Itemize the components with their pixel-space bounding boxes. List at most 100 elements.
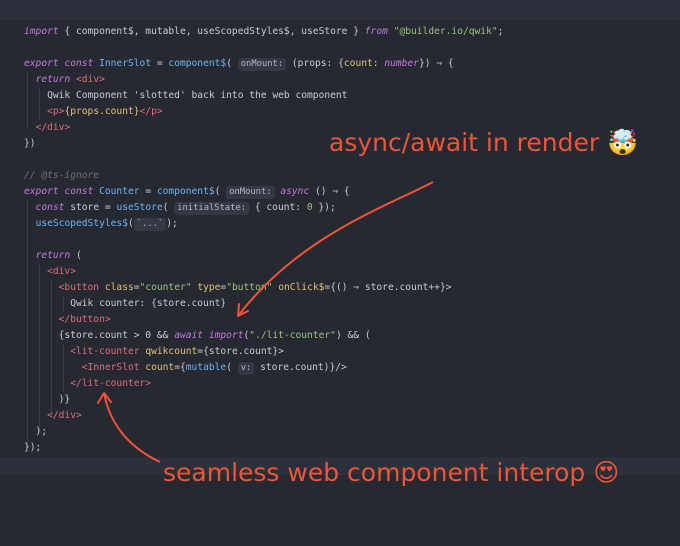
code-token: Counter: [99, 186, 140, 197]
code-token: :: [372, 58, 385, 69]
code-token: () ⇒ {: [309, 186, 350, 197]
code-token: =: [220, 282, 227, 293]
code-token: mutable: [185, 362, 227, 373]
inlay-hint: initialState:: [174, 202, 250, 215]
annotation-web-component-interop: seamless web component interop 😍: [163, 458, 620, 487]
code-token: );: [24, 426, 48, 437]
code-token: Qwik Component 'slotted' back into the w…: [24, 90, 348, 101]
code-token: <div>: [47, 266, 76, 277]
code-token: { count:: [249, 202, 307, 213]
code-line: {store.count > 0 && await import("./lit-…: [24, 328, 371, 344]
code-token: store =: [64, 202, 117, 213]
code-token: (: [162, 202, 175, 213]
code-line: Qwik Component 'slotted' back into the w…: [24, 88, 347, 104]
code-token: (props: {: [286, 58, 344, 69]
code-token: {store.count > 0 &&: [24, 330, 175, 341]
code-token: {props.count}: [64, 106, 140, 117]
code-line: </div>: [24, 120, 71, 136]
code-line: export const InnerSlot = component$( onM…: [24, 56, 454, 72]
arrow-async: [237, 181, 434, 317]
code-token: ={() ⇒ store.count++}>: [324, 282, 452, 293]
annotation-async-await: async/await in render 🤯: [329, 128, 639, 157]
indent-guide: [27, 200, 28, 448]
code-token: }) ⇒ {: [419, 58, 454, 69]
code-token: ;: [497, 26, 504, 37]
code-token: InnerSlot: [99, 58, 152, 69]
code-token: const: [35, 202, 65, 213]
arrowhead-async: [237, 303, 249, 317]
code-token: (: [127, 218, 134, 229]
code-token: export: [24, 58, 59, 69]
code-token: (: [226, 362, 238, 373]
code-line: );: [24, 424, 48, 440]
code-token: useScopedStyles$: [35, 218, 128, 229]
indent-guide: [63, 296, 64, 312]
code-token: useStore: [116, 202, 163, 213]
code-token: =: [133, 282, 140, 293]
code-line: return (: [24, 248, 82, 264]
inlay-hint: `...`: [133, 218, 167, 231]
indent-guide: [39, 88, 40, 120]
code-token: <lit-counter: [70, 346, 140, 357]
indent-guide: [27, 72, 28, 128]
code-token: onClick$: [278, 282, 325, 293]
code-token: import: [208, 330, 244, 341]
code-token: async: [280, 186, 310, 197]
code-token: </div>: [47, 410, 82, 421]
code-line: <div>: [24, 264, 76, 280]
code-line: <lit-counter qwikcount={store.count}>: [24, 344, 284, 360]
code-token: number: [384, 58, 419, 69]
code-token: }): [24, 138, 36, 149]
code-token: store.count)}/>: [254, 362, 347, 373]
code-line: </div>: [24, 408, 82, 424]
code-token: });: [312, 202, 336, 213]
code-token: Qwik counter: {store.count}: [24, 298, 227, 309]
code-token: return: [35, 74, 71, 85]
code-token: );: [166, 218, 178, 229]
code-token: (: [214, 186, 227, 197]
line-highlight-top: [0, 0, 680, 20]
code-token: <button: [58, 282, 100, 293]
code-token: (: [243, 330, 250, 341]
code-token: )}: [24, 394, 71, 405]
code-token: </button>: [58, 314, 111, 325]
code-line: <p>{props.count}</p>: [24, 104, 163, 120]
code-line: });: [24, 440, 41, 456]
code-line: const store = useStore( initialState: { …: [24, 200, 336, 216]
code-line: useScopedStyles$(`...`);: [24, 216, 178, 232]
inlay-hint: v:: [237, 362, 255, 375]
code-token: "button": [226, 282, 273, 293]
code-line: return <div>: [24, 72, 105, 88]
code-token: class: [104, 282, 134, 293]
code-token: count: [145, 362, 175, 373]
code-line: )}: [24, 392, 71, 408]
code-token: ={: [174, 362, 186, 373]
indent-guide: [39, 264, 40, 432]
code-token: <div>: [76, 74, 105, 85]
code-token: ={store.count}>: [197, 346, 284, 357]
code-token: =: [151, 58, 169, 69]
code-token: (: [70, 250, 82, 261]
arrowhead-interop: [97, 392, 112, 404]
code-line: <button class="counter" type="button" on…: [24, 280, 452, 296]
code-line: Qwik counter: {store.count}: [24, 296, 226, 312]
code-token: const: [64, 58, 94, 69]
code-token: 0: [306, 202, 313, 213]
code-token: <InnerSlot: [81, 362, 140, 373]
code-token: export: [24, 186, 59, 197]
code-token: // @ts-ignore: [24, 170, 100, 181]
code-token: (: [226, 58, 238, 69]
code-line: }): [24, 136, 36, 152]
code-line: <InnerSlot count={mutable( v: store.coun…: [24, 360, 347, 376]
code-line: </button>: [24, 312, 111, 328]
code-token: </div>: [35, 122, 71, 133]
code-token: "./lit-counter": [249, 330, 336, 341]
code-token: { component$, mutable, useScopedStyles$,…: [58, 26, 365, 37]
code-token: qwikcount: [145, 346, 198, 357]
indent-guide: [63, 344, 64, 392]
inlay-hint: onMount:: [226, 186, 275, 199]
code-token: ) && (: [335, 330, 371, 341]
inlay-hint: onMount:: [237, 58, 287, 71]
